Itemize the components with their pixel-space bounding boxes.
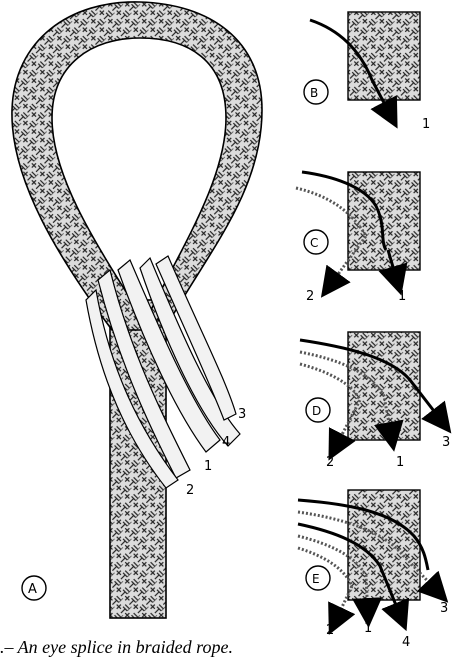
panel-d-strand-2: 2 (326, 455, 334, 470)
panel-c: C 2 1 (296, 172, 420, 304)
panel-d-strand-3: 3 (442, 435, 450, 450)
panel-e: E 2 1 4 3 (298, 490, 448, 650)
panel-a-strand-3: 3 (238, 407, 246, 422)
panel-b-label: B (310, 86, 318, 100)
panel-e-label: E (312, 572, 320, 586)
panel-b: B 1 (304, 12, 430, 132)
panel-e-strand-e (298, 548, 352, 624)
panel-d-rope (348, 332, 420, 440)
panel-a-strand-2: 2 (186, 483, 194, 498)
panel-a-label: A (28, 582, 37, 597)
panel-d: D 2 1 3 (300, 332, 450, 470)
panel-a-strand-1: 1 (204, 459, 212, 474)
panel-d-label: D (312, 404, 321, 418)
figure-caption: .– An eye splice in braided rope. (0, 634, 454, 660)
panel-c-label: C (310, 236, 318, 250)
figure-caption-text: .– An eye splice in braided rope. (0, 634, 233, 660)
panel-c-rope (348, 172, 420, 270)
panel-a: 3 4 1 2 A (12, 2, 262, 618)
panel-e-strand-3: 3 (440, 601, 448, 616)
panel-a-strand-4: 4 (222, 435, 230, 450)
panel-b-strand-1: 1 (422, 117, 430, 132)
panel-d-strand-1: 1 (396, 455, 404, 470)
panel-c-strand-1: 1 (398, 289, 406, 304)
tucked-strands (86, 256, 240, 488)
panel-c-strand-2: 2 (306, 289, 314, 304)
